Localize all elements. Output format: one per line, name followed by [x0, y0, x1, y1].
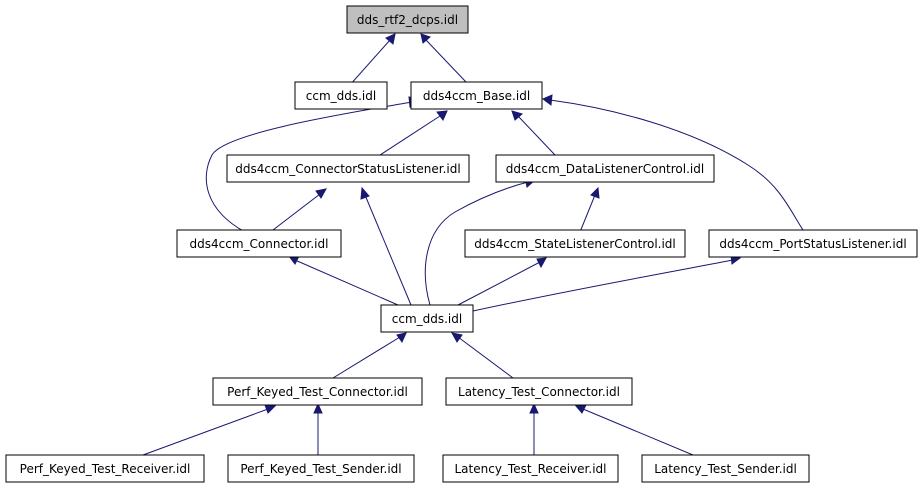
edge-perf-receiver-to-perf-connector	[142, 404, 277, 456]
node-dds4ccm-base[interactable]: dds4ccm_Base.idl	[410, 81, 543, 110]
node-dds-rtf2-dcps[interactable]: dds_rtf2_dcps.idl	[346, 5, 469, 34]
edge-perf-sender-to-perf-connector	[313, 402, 323, 455]
edge-ccm-dds-mid-to-psl	[472, 254, 742, 312]
node-label: dds_rtf2_dcps.idl	[357, 13, 458, 27]
node-perf-keyed-test-sender[interactable]: Perf_Keyed_Test_Sender.idl	[227, 454, 415, 483]
node-label: Perf_Keyed_Test_Sender.idl	[240, 462, 401, 476]
node-label: dds4ccm_Connector.idl	[190, 237, 329, 251]
edge-connector-to-csl	[272, 188, 327, 231]
node-label: dds4ccm_PortStatusListener.idl	[719, 237, 906, 251]
edge-latency-receiver-to-latency-connector	[529, 402, 539, 455]
node-label: Latency_Test_Connector.idl	[458, 385, 620, 399]
edge-ccm-dds-mid-to-slc	[457, 257, 547, 306]
edge-csl-to-base	[379, 110, 448, 156]
node-label: Perf_Keyed_Test_Connector.idl	[227, 385, 408, 399]
node-label: dds4ccm_Base.idl	[423, 89, 530, 103]
node-data-listener-control[interactable]: dds4ccm_DataListenerControl.idl	[495, 154, 715, 183]
node-port-status-listener[interactable]: dds4ccm_PortStatusListener.idl	[708, 229, 918, 258]
node-label: Latency_Test_Sender.idl	[654, 462, 797, 476]
node-latency-test-connector[interactable]: Latency_Test_Connector.idl	[445, 377, 633, 406]
node-label: ccm_dds.idl	[392, 312, 462, 326]
edge-ccm-dds-mid-to-csl	[360, 186, 412, 306]
node-state-listener-control[interactable]: dds4ccm_StateListenerControl.idl	[464, 229, 686, 258]
node-label: Perf_Keyed_Test_Receiver.idl	[20, 462, 191, 476]
node-label: Latency_Test_Receiver.idl	[455, 462, 607, 476]
edge-perf-connector-to-ccm-dds-mid	[332, 332, 407, 379]
node-perf-keyed-test-receiver[interactable]: Perf_Keyed_Test_Receiver.idl	[5, 454, 205, 483]
node-connector[interactable]: dds4ccm_Connector.idl	[176, 229, 342, 258]
node-latency-test-sender[interactable]: Latency_Test_Sender.idl	[641, 454, 810, 483]
edge-ccm-dds-mid-to-connector	[288, 255, 399, 306]
node-label: dds4ccm_DataListenerControl.idl	[506, 162, 704, 176]
node-connector-status-listener[interactable]: dds4ccm_ConnectorStatusListener.idl	[226, 154, 470, 183]
edge-dlc-to-base	[511, 110, 556, 156]
node-label: dds4ccm_StateListenerControl.idl	[474, 237, 676, 251]
node-label: dds4ccm_ConnectorStatusListener.idl	[235, 162, 460, 176]
edge-latency-connector-to-ccm-dds-mid	[451, 332, 514, 379]
node-perf-keyed-test-connector[interactable]: Perf_Keyed_Test_Connector.idl	[212, 377, 423, 406]
edge-latency-sender-to-latency-connector	[574, 404, 694, 456]
node-label: ccm_dds.idl	[306, 89, 376, 103]
node-ccm-dds-mid[interactable]: ccm_dds.idl	[380, 304, 474, 333]
edge-base-to-rtf2	[420, 33, 467, 83]
edge-slc-to-dlc	[579, 186, 600, 233]
node-latency-test-receiver[interactable]: Latency_Test_Receiver.idl	[442, 454, 619, 483]
node-ccm-dds-top[interactable]: ccm_dds.idl	[294, 81, 388, 110]
edge-psl-to-base	[542, 94, 804, 231]
